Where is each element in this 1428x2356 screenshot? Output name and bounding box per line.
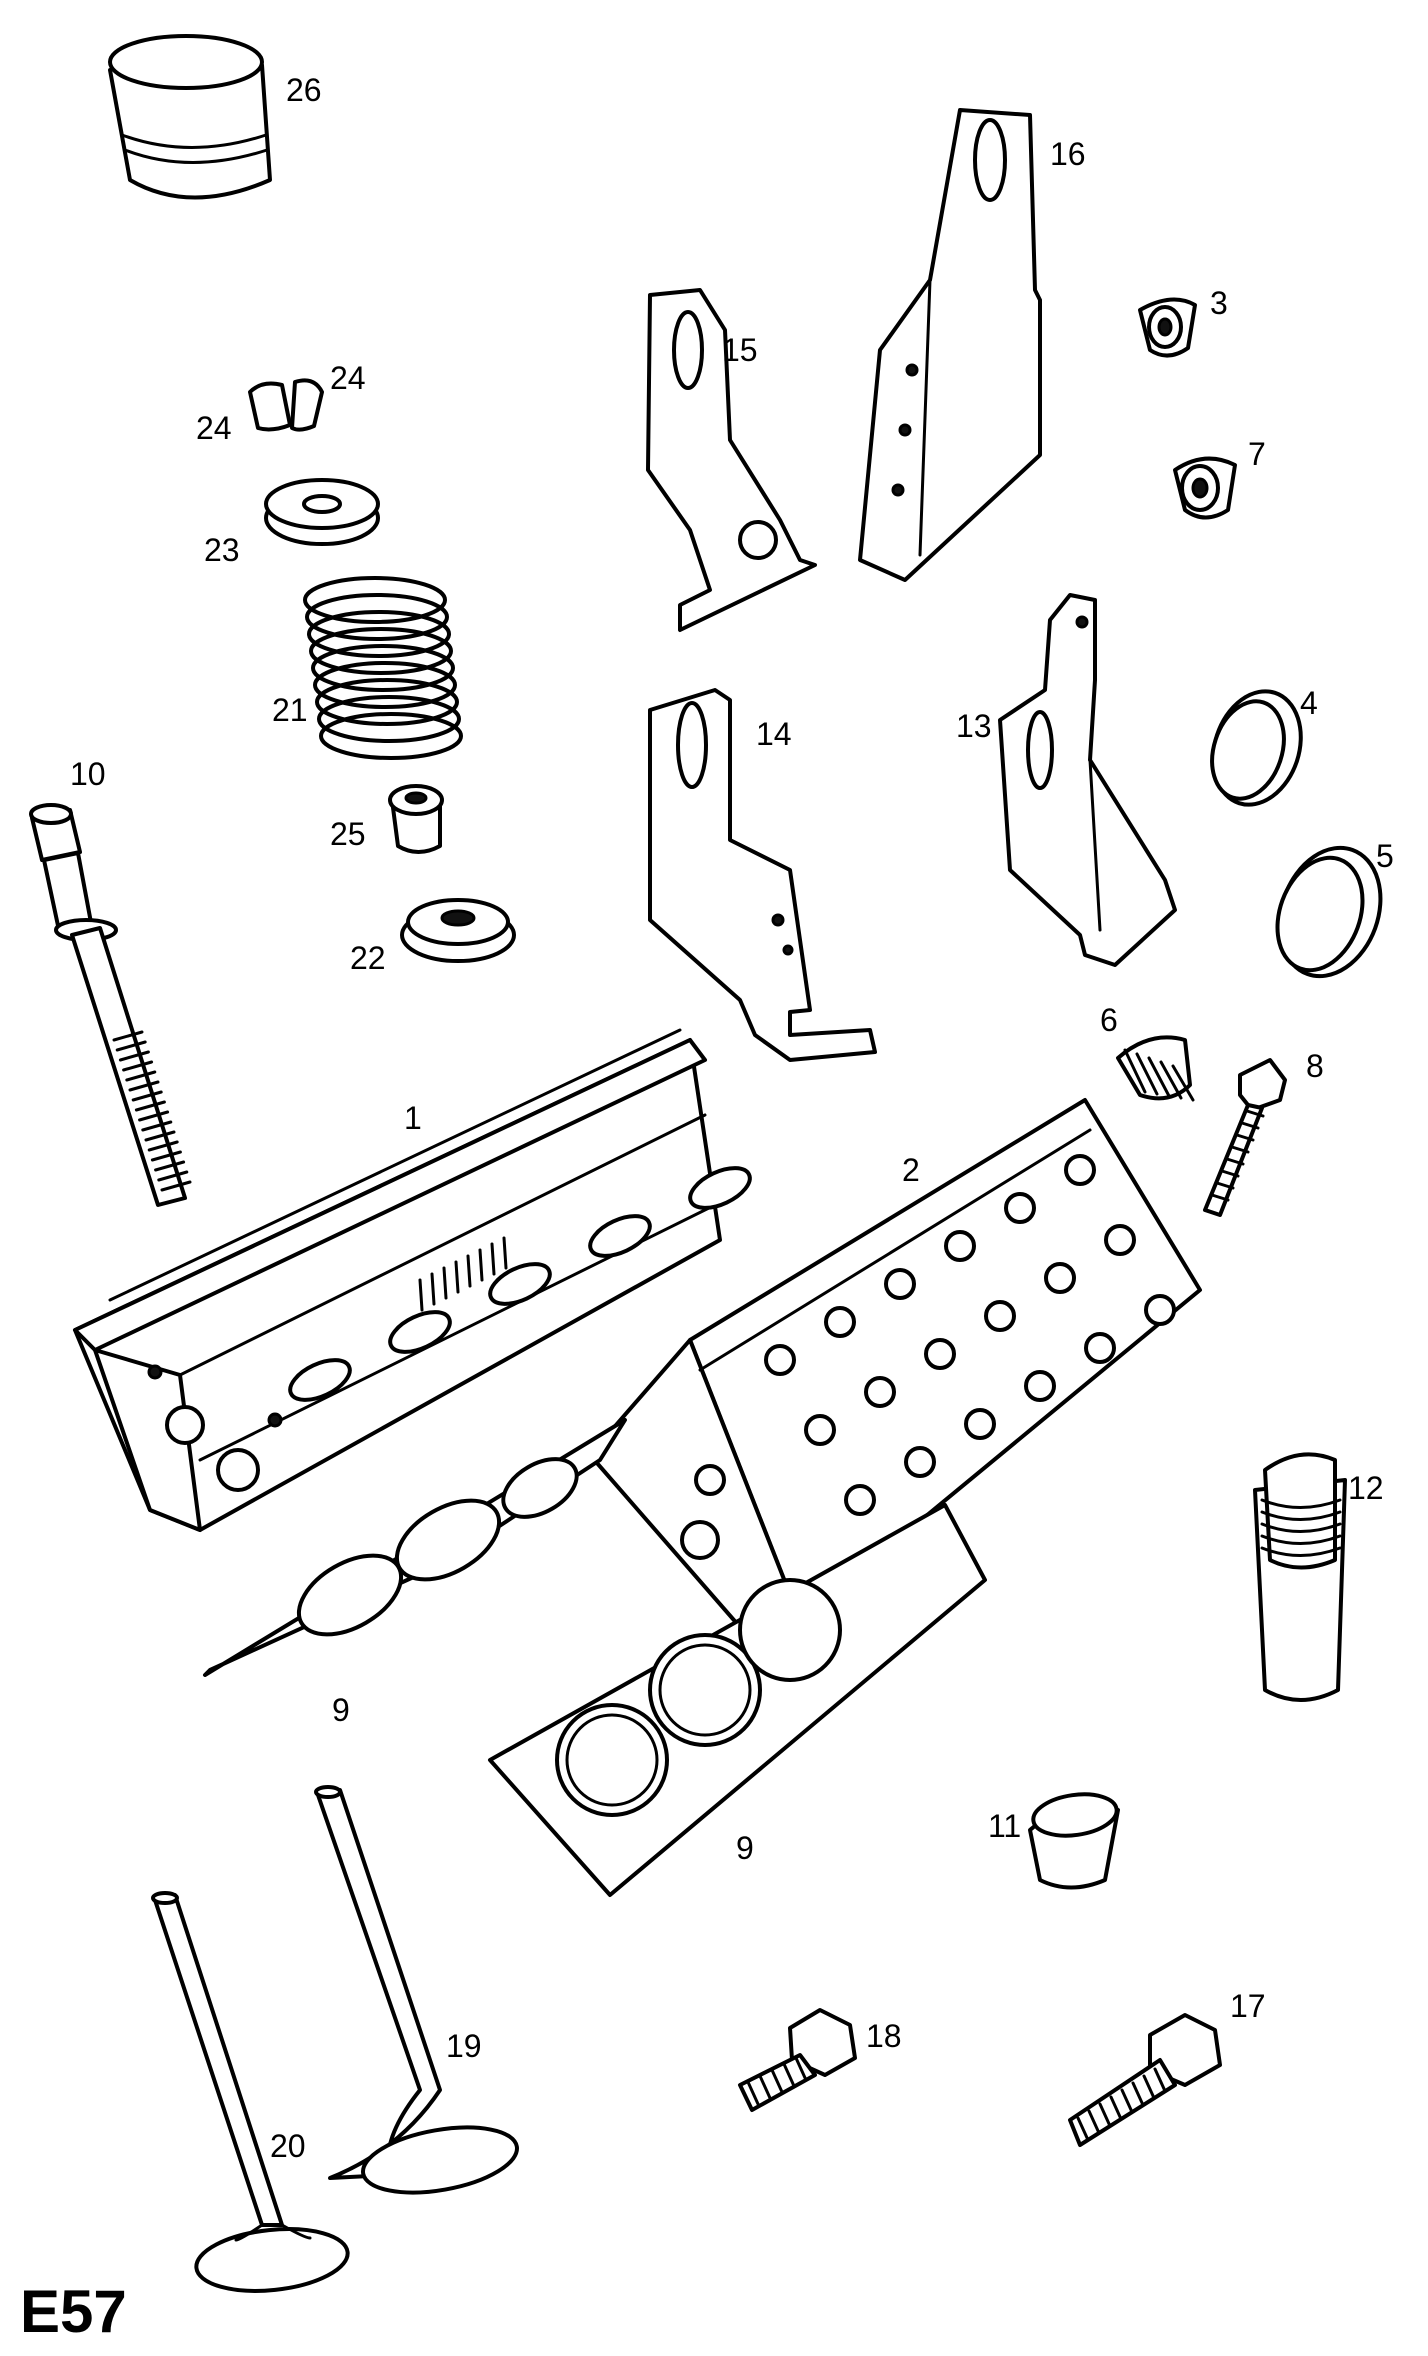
callout-15: 15 [722, 332, 758, 368]
callout-22: 22 [350, 940, 386, 976]
bracket-13-drawing [998, 593, 1177, 967]
spring-cap-23-drawing [264, 478, 380, 546]
plug-6-drawing [1116, 1035, 1195, 1102]
spring-seat-22-drawing [400, 898, 516, 963]
callout-24-right: 24 [330, 360, 366, 396]
head-gasket-9a-drawing [203, 1418, 627, 1677]
plug-7-drawing [1173, 456, 1237, 520]
valve-20-drawing [151, 1891, 350, 2293]
seal-ring-5-drawing [1275, 845, 1383, 979]
callout-3: 3 [1210, 285, 1228, 321]
callout-19: 19 [446, 2028, 482, 2064]
callout-4: 4 [1300, 685, 1318, 721]
callout-14: 14 [756, 716, 792, 752]
head-gasket-9b-drawing [488, 1503, 987, 1897]
callout-8: 8 [1306, 1048, 1324, 1084]
valve-spring-21-drawing [303, 576, 463, 760]
callout-21: 21 [272, 692, 308, 728]
callout-23: 23 [204, 532, 240, 568]
callout-16: 16 [1050, 136, 1086, 172]
tappet-26-drawing [108, 34, 272, 200]
callout-7: 7 [1248, 436, 1266, 472]
bracket-15-drawing [646, 288, 817, 632]
callout-2: 2 [902, 1152, 920, 1188]
cylinder-head-1-drawing [73, 1028, 752, 1532]
callout-24-left: 24 [196, 410, 232, 446]
callout-25: 25 [330, 816, 366, 852]
cylinder-head-2-drawing [588, 1098, 1202, 1652]
callout-9-left: 9 [332, 1692, 350, 1728]
diagram-code: E57 [20, 2278, 127, 2345]
valve-19-drawing [314, 1785, 519, 2195]
valve-stem-seal-25-drawing [388, 784, 444, 854]
plug-3-drawing [1138, 297, 1197, 358]
callout-5: 5 [1376, 838, 1394, 874]
callout-6: 6 [1100, 1002, 1118, 1038]
bracket-14-drawing [648, 688, 877, 1062]
callout-11: 11 [988, 1808, 1022, 1844]
seal-ring-4-drawing [1210, 689, 1303, 807]
callout-12: 12 [1348, 1470, 1384, 1506]
bolt-17-drawing [1068, 2013, 1222, 2147]
callout-18: 18 [866, 2018, 902, 2054]
bolt-18-drawing [738, 2008, 857, 2112]
callout-20: 20 [270, 2128, 306, 2164]
callout-26: 26 [286, 72, 322, 108]
bracket-16-drawing [858, 108, 1042, 582]
callout-10: 10 [70, 756, 106, 792]
head-bolt-10-drawing [29, 803, 192, 1207]
valve-collets-24-drawing [248, 378, 324, 432]
callout-1: 1 [404, 1100, 422, 1136]
callout-9-right: 9 [736, 1830, 754, 1866]
bolt-8-drawing [1203, 1058, 1287, 1217]
callout-17: 17 [1230, 1988, 1266, 2024]
callout-13: 13 [956, 708, 992, 744]
sensor-12-drawing [1253, 1452, 1347, 1702]
plug-11-drawing [1028, 1792, 1120, 1890]
